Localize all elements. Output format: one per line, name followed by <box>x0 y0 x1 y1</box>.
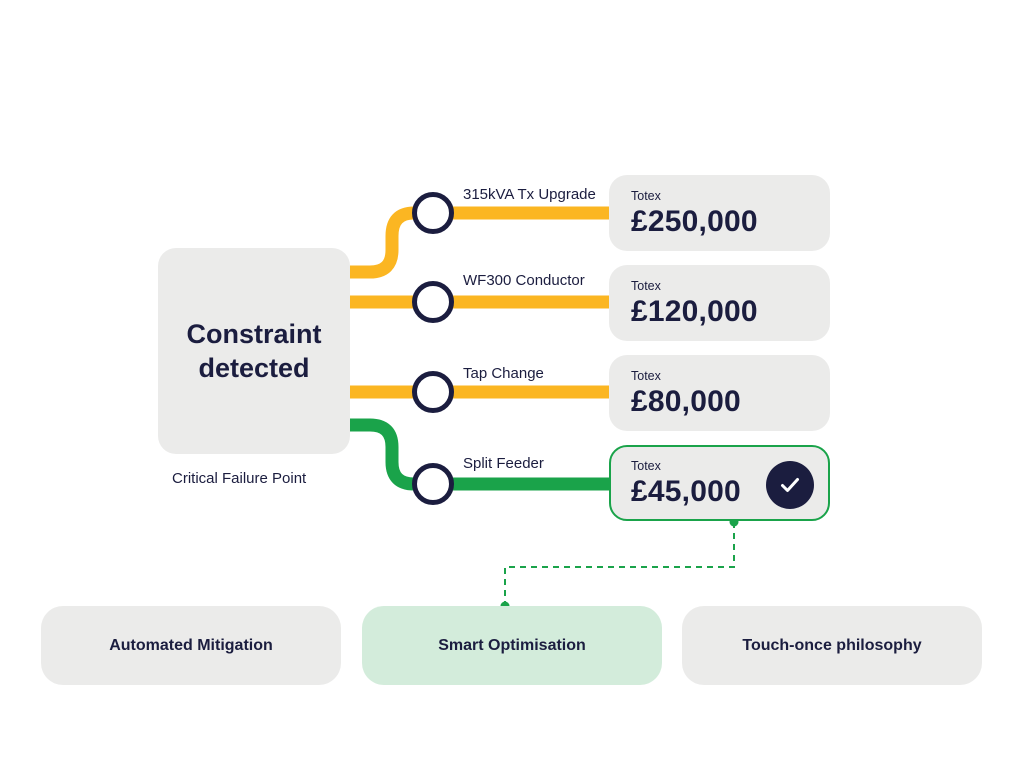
constraint-title-line1: Constraint <box>186 319 322 349</box>
totex-label: Totex <box>631 189 661 203</box>
option-label-tx-upgrade: 315kVA Tx Upgrade <box>463 186 596 203</box>
critical-failure-caption: Critical Failure Point <box>172 470 307 487</box>
totex-value: £120,000 <box>631 295 758 328</box>
option-label-conductor: WF300 Conductor <box>463 272 585 289</box>
checkmark-icon <box>766 461 814 509</box>
node-tap-change <box>412 371 454 413</box>
totex-value: £45,000 <box>631 475 741 508</box>
totex-label: Totex <box>631 279 661 293</box>
cost-card-conductor[interactable]: Totex £120,000 <box>609 265 830 341</box>
totex-value: £80,000 <box>631 385 741 418</box>
totex-value: £250,000 <box>631 205 758 238</box>
pillar-smart-optimisation[interactable]: Smart Optimisation <box>362 606 662 685</box>
selection-connector <box>504 522 735 606</box>
cost-card-tap-change[interactable]: Totex £80,000 <box>609 355 830 431</box>
node-tx-upgrade <box>412 192 454 234</box>
constraint-detected-box: Constraint detected <box>158 248 350 454</box>
constraint-title-line2: detected <box>198 353 310 383</box>
path-tx-upgrade <box>350 206 612 279</box>
cost-card-split-feeder[interactable]: Totex £45,000 <box>609 445 830 521</box>
pillar-touch-once-philosophy[interactable]: Touch-once philosophy <box>682 606 982 685</box>
totex-label: Totex <box>631 459 661 473</box>
path-split-feeder <box>350 418 612 491</box>
option-label-tap-change: Tap Change <box>463 365 544 382</box>
totex-label: Totex <box>631 369 661 383</box>
cost-card-tx-upgrade[interactable]: Totex £250,000 <box>609 175 830 251</box>
node-conductor <box>412 281 454 323</box>
node-split-feeder <box>412 463 454 505</box>
option-label-split-feeder: Split Feeder <box>463 455 544 472</box>
pillar-automated-mitigation[interactable]: Automated Mitigation <box>41 606 341 685</box>
